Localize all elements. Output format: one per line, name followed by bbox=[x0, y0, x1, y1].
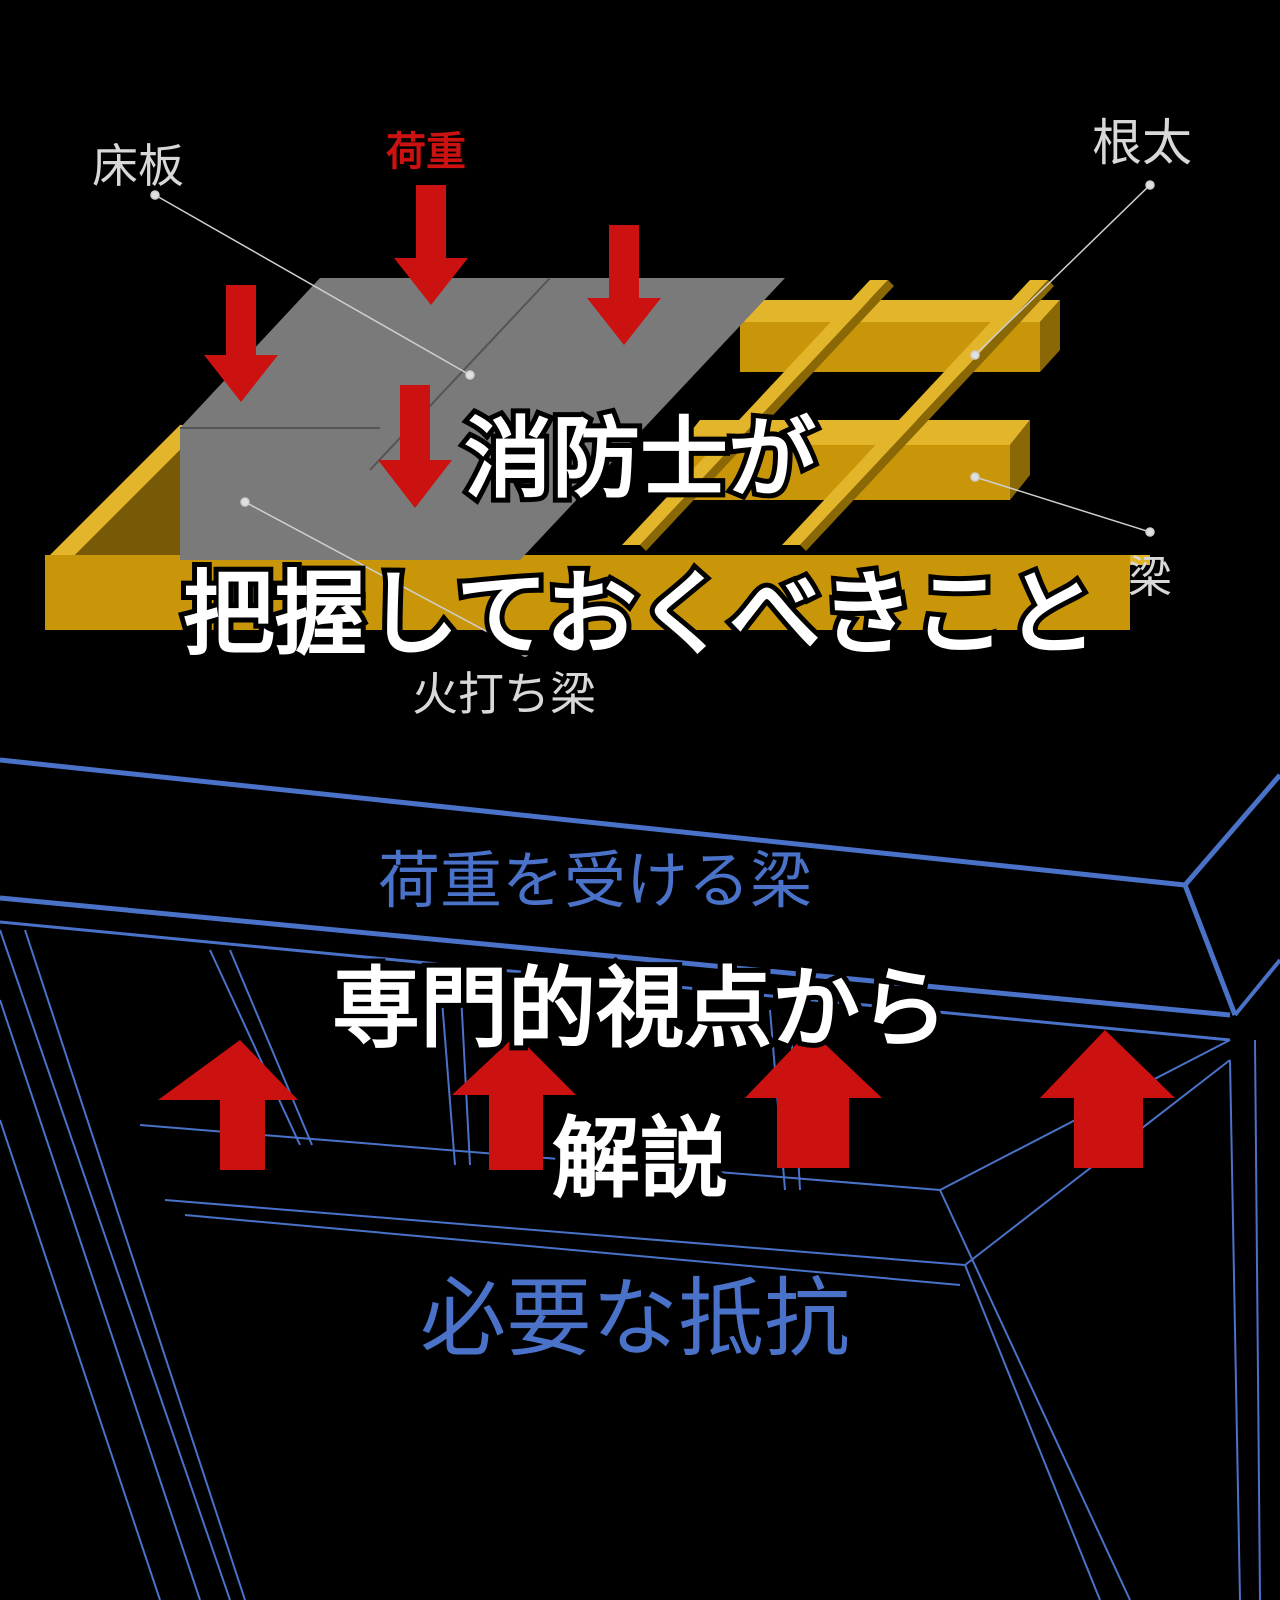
leader-joist-dot bbox=[1145, 180, 1155, 190]
wire-left-1 bbox=[0, 929, 231, 1600]
resistance-arrows bbox=[158, 1030, 1175, 1170]
wire-post-4 bbox=[459, 974, 471, 1166]
joist-1-side bbox=[640, 280, 894, 551]
joist-2-side bbox=[800, 280, 1054, 551]
leader-floorboard-dot bbox=[150, 190, 160, 200]
wire-mid-h2 bbox=[164, 1199, 966, 1266]
load-arrow-4 bbox=[378, 385, 452, 508]
floor-framing-diagram: 床板 荷重 根太 梁 火打ち梁 bbox=[45, 114, 1192, 721]
resistance-arrow-4 bbox=[1040, 1030, 1175, 1168]
leader-beam-dot bbox=[970, 472, 980, 482]
resistance-arrow-3 bbox=[745, 1030, 882, 1168]
leader-floorboard-end bbox=[465, 370, 475, 380]
headline-line-1: 消防士が bbox=[459, 402, 821, 515]
beam-middle-front bbox=[680, 445, 1010, 500]
beam-middle-top bbox=[680, 420, 1030, 445]
wire-left-2 bbox=[24, 929, 246, 1600]
wire-left-3 bbox=[0, 999, 201, 1600]
wire-mid-h3 bbox=[184, 1214, 961, 1286]
resistance-arrow-1 bbox=[158, 1040, 298, 1170]
load-arrow-3 bbox=[587, 225, 661, 345]
load-arrow-2 bbox=[394, 185, 468, 305]
beam-left-top bbox=[50, 425, 205, 555]
beam-back-top bbox=[740, 300, 1060, 322]
beam-front-face bbox=[45, 555, 1130, 630]
headline-line-4: 解説 bbox=[547, 1102, 733, 1215]
label-beam: 梁 bbox=[1128, 552, 1172, 603]
wire-post-2 bbox=[229, 949, 313, 1146]
label-load: 荷重 bbox=[386, 129, 466, 175]
label-floorboard: 床板 bbox=[92, 139, 184, 193]
wire-down-1 bbox=[939, 1189, 1131, 1600]
wire-left-4 bbox=[0, 1119, 161, 1600]
label-diagonal-beam: 火打ち梁 bbox=[412, 667, 596, 721]
leader-beam bbox=[974, 476, 1151, 533]
load-arrow-1 bbox=[204, 285, 278, 402]
wire-down-2 bbox=[964, 1264, 1101, 1600]
joist-2 bbox=[782, 280, 1048, 545]
wire-down-3 bbox=[1229, 1059, 1241, 1600]
wire-corner-1 bbox=[1183, 773, 1280, 887]
leader-joist-end bbox=[970, 350, 980, 360]
label-loaded-beam: 荷重を受ける梁 bbox=[378, 844, 812, 917]
headline-line-3: 専門的視点から bbox=[327, 952, 953, 1065]
wire-top-3 bbox=[0, 920, 1231, 1042]
wire-top-1 bbox=[0, 757, 1186, 888]
wire-post-1 bbox=[209, 949, 301, 1146]
leader-diagonal-dot bbox=[240, 497, 250, 507]
resistance-arrow-2 bbox=[452, 1035, 576, 1170]
leader-joist bbox=[974, 184, 1151, 356]
wire-corner-2 bbox=[1182, 884, 1238, 1016]
load-arrows bbox=[204, 185, 661, 508]
leader-diagonal-end bbox=[520, 647, 530, 657]
wireframe-diagram bbox=[0, 757, 1280, 1600]
beam-back-side bbox=[1040, 300, 1060, 372]
leader-floorboard bbox=[154, 194, 471, 376]
leader-beam-end bbox=[1145, 527, 1155, 537]
label-resistance: 必要な抵抗 bbox=[420, 1269, 850, 1369]
floorboard-panel bbox=[180, 278, 785, 560]
wire-post-3 bbox=[439, 974, 456, 1166]
beam-middle-side bbox=[1010, 420, 1030, 500]
joist-1 bbox=[622, 280, 888, 545]
headline-line-2: 把握しておくべきこと bbox=[178, 556, 1102, 673]
wire-top-2 bbox=[0, 895, 1231, 1018]
label-joist: 根太 bbox=[1092, 114, 1192, 172]
wire-corner-3 bbox=[1233, 958, 1280, 1017]
wire-down-4 bbox=[1254, 1039, 1261, 1600]
leader-diagonal bbox=[244, 501, 526, 653]
